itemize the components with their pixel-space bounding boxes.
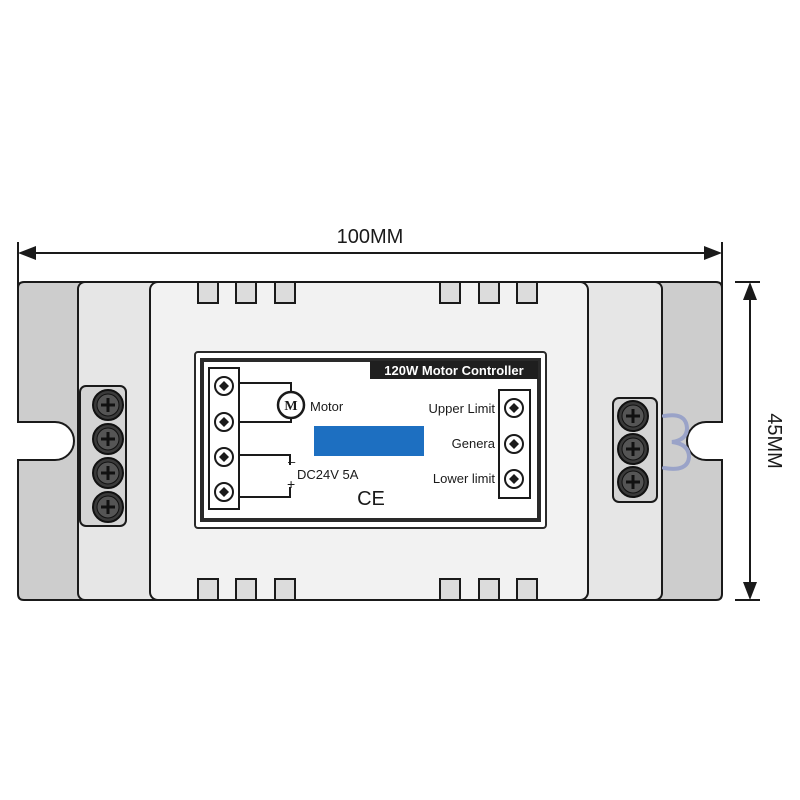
screw-icon [617,433,649,465]
motor-wiring [239,382,292,423]
terminal-screw-icon [504,469,524,489]
left-terminals [214,376,234,502]
supply-wire-plus [239,487,291,498]
ce-mark-icon: CE [357,488,385,510]
width-arrow-right [704,246,722,260]
height-dimension [735,281,760,601]
genera-label: Genera [452,436,496,451]
title-bar [370,361,538,379]
screw-icon [92,389,124,421]
supply-wire-minus [239,454,291,465]
vent-slot [197,281,219,304]
screw-icon [92,457,124,489]
terminal-screw-icon [504,434,524,454]
motor-icon: M [276,390,306,420]
motor-label: Motor [310,399,344,414]
supply-minus-label: – [288,454,296,469]
terminal-screw-icon [214,412,234,432]
supply-plus-label: + [287,476,295,492]
terminal-screw-icon [214,482,234,502]
vent-slot [516,578,538,601]
left-screws [92,389,124,523]
motor-wire-top [239,382,292,392]
vent-slot [478,281,500,304]
vent-slot [516,281,538,304]
supply-label: DC24V 5A [297,467,359,482]
vent-slot [197,578,219,601]
right-screws [617,400,649,498]
motor-symbol: M [284,399,297,414]
overlay-glyph-icon [662,413,692,471]
width-label: 100MM [337,226,404,248]
height-arrow-bottom [743,582,757,600]
vent-slot [235,578,257,601]
terminal-screw-icon [214,447,234,467]
width-arrow-left [18,246,36,260]
vent-slot [439,281,461,304]
panel-title: 120W Motor Controller [384,363,523,378]
upper-limit-label: Upper Limit [429,401,496,416]
screw-icon [92,491,124,523]
screw-icon [92,423,124,455]
vent-slot [439,578,461,601]
terminal-screw-icon [504,398,524,418]
height-label: 45MM [763,413,785,469]
right-terminals [504,398,524,489]
vent-slots-bottom [197,578,538,601]
motor-wire-bottom [239,419,292,423]
screw-icon [617,466,649,498]
vent-slot [274,281,296,304]
vent-slot [274,578,296,601]
terminal-screw-icon [214,376,234,396]
screw-icon [617,400,649,432]
left-screw-strip [79,385,127,527]
supply-wiring [239,454,291,498]
vent-slot [478,578,500,601]
vent-slot [235,281,257,304]
vent-slots-top [197,281,538,304]
lower-limit-label: Lower limit [433,471,496,486]
indicator-window [314,426,424,456]
height-arrow-top [743,282,757,300]
